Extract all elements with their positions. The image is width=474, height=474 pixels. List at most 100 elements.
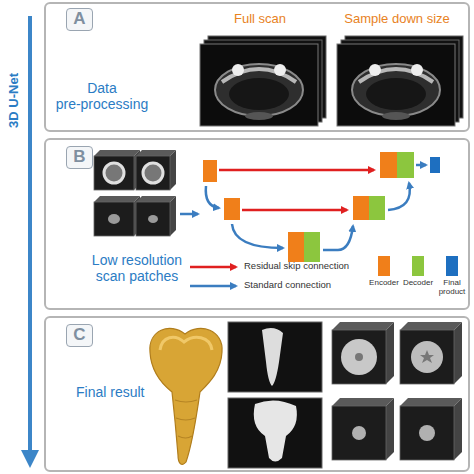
scan-patch-cubes-part-part [94,156,134,190]
panel-text: Sample down size [327,12,467,27]
segmented-patch-cubes-part-part [400,322,462,330]
scan-patch-cubes [94,150,176,236]
unet-network-part [369,196,385,220]
unet-network [180,152,440,262]
unet-network-part [430,157,440,173]
segmented-patch-cubes-part-part [419,425,435,441]
segmented-patch-cubes-part-part [332,398,394,406]
scan-patch-cubes-part-part [94,150,140,156]
process-arrow-part [21,450,39,468]
unet-network-part [397,152,414,178]
unet-network-part [416,164,426,167]
ct-scan-stack-part [200,44,318,126]
unet-network-part [353,196,369,220]
segmented-patch-cubes-part-part [386,322,394,384]
unet-network-part [206,186,219,208]
legend-swatch [412,256,424,276]
ct-scan-stack-part [232,64,244,76]
legend-text: Final product [436,279,468,297]
tooth-model-part [160,337,212,350]
scan-patch-cubes-part-part [94,202,134,236]
legend-swatch [378,256,390,276]
ct-scan-stack-part [215,64,303,116]
panel-letter-text: A [67,9,92,29]
scan-patch-cubes-part [94,150,140,190]
scan-patch-cubes-part [136,150,176,190]
panel-letter: A [66,8,93,31]
ct-scan-stack-downsized-part [369,64,381,76]
segmented-patch-cubes-part-part [400,406,454,460]
legend-text: Residual skip connection [244,261,349,271]
panel-text: Full scan [205,12,315,27]
scan-patch-cubes-part-part [136,150,176,156]
scan-patch-cubes-part-part [136,156,170,190]
segmented-patch-cubes-part-part [355,353,363,361]
tooth-slices [228,322,322,468]
scan-patch-cubes-part-part [136,202,170,236]
tooth-model [150,328,222,464]
segmented-patch-cubes-part [332,398,394,460]
segmented-patch-cubes-part-part [332,330,386,384]
ct-scan-stack-downsized [337,36,463,126]
tooth-slices-part [262,328,283,386]
unet-network-part [380,152,397,178]
scan-patch-cubes-part-part [170,150,176,190]
segmented-patch-cubes-part-part [400,398,462,406]
step-panel: Final result C [44,316,470,472]
scan-patch-cubes-part [136,196,176,236]
step-panel: Full scan Sample down sizeData pre-proces… [44,2,470,132]
unet-network-part [323,226,353,250]
unet-network-part [388,183,410,210]
panel-letter-text: B [67,147,92,167]
unet-network-part [219,169,374,172]
unet-network-part [224,198,240,220]
tooth-slices-part [254,400,297,461]
segmented-patch-cubes-part-part [454,322,462,384]
legend-text: Standard connection [244,280,331,290]
tooth-model-part [150,328,222,464]
panel-text: Data pre-processing [52,80,152,112]
ct-scan-stack-downsized-part [337,44,455,126]
ct-scan-stack-downsized-part [352,64,440,116]
tooth-slices-part [228,398,322,468]
segmented-patch-cubes-part-part [332,406,386,460]
segmented-patch-cubes-part-part [341,339,377,375]
ct-scan-stack-part [274,64,286,76]
segmented-patch-cubes [332,322,462,460]
tooth-model-part [175,400,197,438]
segmented-patch-cubes-part [400,398,462,460]
ct-scan-stack [200,36,326,126]
scan-patch-cubes-part-part [94,196,140,202]
ct-scan-stack-downsized-part [382,112,410,120]
segmented-patch-cubes-part [400,322,462,384]
segmented-patch-cubes-part-part [386,398,394,460]
segmented-patch-cubes-part-part [420,350,434,363]
legend-text: Encoder [367,279,401,288]
panel-letter: B [66,146,93,169]
legend-swatch [446,256,458,276]
scan-patch-cubes-part-part [170,196,176,236]
scan-patch-cubes-part-part [104,163,124,183]
segmented-patch-cubes-part-part [411,341,443,373]
scan-patch-cubes-part-part [148,215,158,223]
legend-line-samples-part [190,285,236,288]
scan-patch-cubes-part-part [136,196,176,202]
unet-network-part [242,209,347,212]
process-arrow-part [28,16,32,452]
scan-patch-cubes-part-part [143,163,163,183]
panel-text: Final result [76,384,144,400]
ct-scan-stack-part [229,78,289,110]
panel-letter: C [66,324,93,347]
tooth-slices-part [228,322,322,392]
ct-scan-stack-downsized-part [411,64,423,76]
panel-text: Low resolution scan patches [82,252,192,284]
unet-network-part [304,232,320,262]
segmented-patch-cubes-part-part [454,398,462,460]
ct-scan-stack-part [245,112,273,120]
unet-network-part [288,232,304,262]
scan-patch-cubes-part-part [108,214,120,224]
legend-line-samples-part [190,266,236,269]
segmented-patch-cubes-part-part [400,330,454,384]
legend-text: Decoder [401,279,435,288]
